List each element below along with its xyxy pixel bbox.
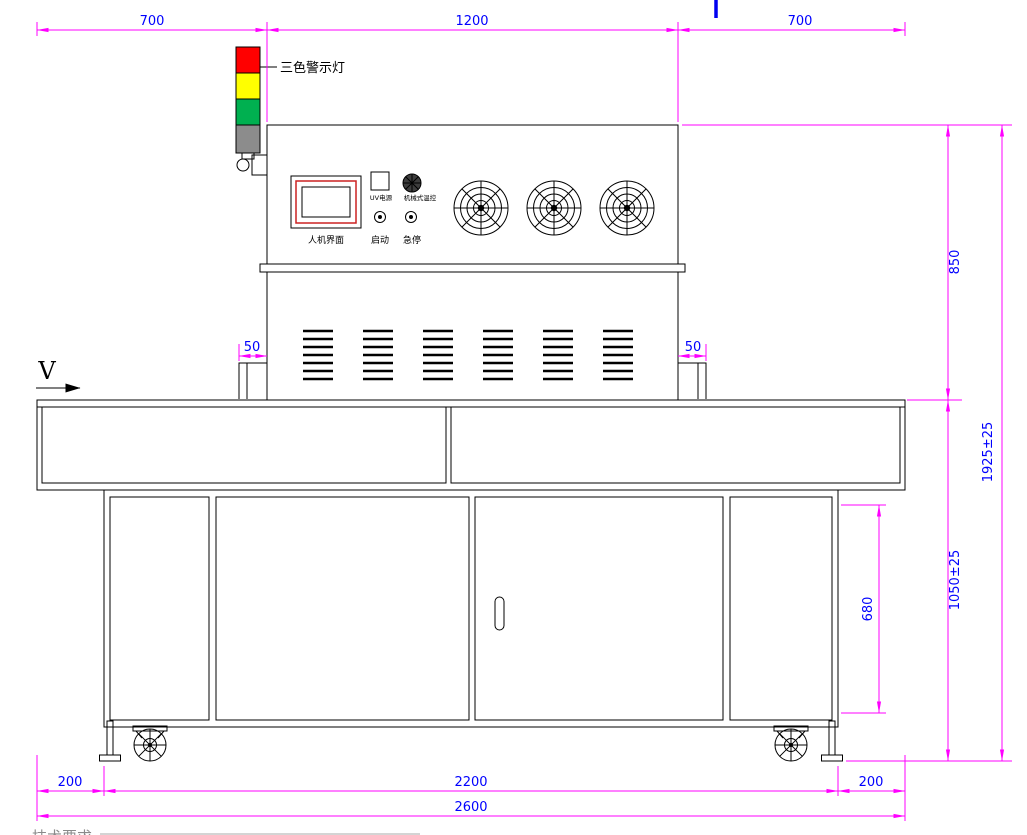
hmi-label: 人机界面 (308, 234, 344, 246)
dim-top-right-700-text: 700 (788, 14, 813, 29)
vent-grille-4 (481, 329, 515, 381)
table-panel-right (450, 406, 901, 484)
vent-grille-2 (361, 329, 395, 381)
tower-ball-joint (236, 158, 250, 172)
warning-light-tower (235, 46, 277, 176)
temp-control-label: 机械式温控 (404, 193, 437, 202)
temp-knob-marks (403, 174, 421, 192)
fan-grille-1 (453, 180, 509, 236)
dim-bottom-200-left-text: 200 (58, 775, 83, 790)
mount-bracket-left (238, 362, 267, 399)
warning-light-label: 三色警示灯 (280, 60, 345, 76)
machine-geometry (36, 124, 906, 762)
oven-flange (259, 263, 686, 273)
dimension-annotations: 700 1200 700 850 1050±25 1925±25 200 220… (36, 14, 1012, 821)
dim-bottom-200-right-text: 200 (859, 775, 884, 790)
oven-body-outline (266, 271, 679, 401)
hmi-screen-outer (290, 175, 362, 229)
vent-grille-5 (541, 329, 575, 381)
dim-flange-50-right-text: 50 (685, 340, 702, 355)
dim-table-height-1050-text: 1050±25 (948, 550, 963, 611)
caster-right (773, 725, 809, 762)
mount-bracket-right (678, 362, 707, 399)
cabinet-door-left (215, 496, 470, 721)
tower-base (235, 124, 261, 154)
green-light (235, 98, 261, 126)
cabinet-panel-left (109, 496, 210, 721)
estop-button-dot (409, 215, 413, 219)
start-button-dot (378, 215, 382, 219)
control-panel (290, 171, 422, 229)
vent-grille-6 (601, 329, 635, 381)
dim-total-height-1925-text: 1925±25 (981, 422, 996, 483)
tower-mount-bracket (251, 154, 268, 176)
fan-grille-3 (599, 180, 655, 236)
hmi-screen-frame (295, 180, 357, 224)
dimension-extension-lines (36, 22, 1012, 821)
dim-total-2600-text: 2600 (454, 800, 487, 815)
estop-button-symbol (405, 211, 417, 223)
base-cabinet-outline (103, 489, 839, 728)
dim-top-middle-1200-text: 1200 (455, 14, 488, 29)
start-button-symbol (374, 211, 386, 223)
table-panel-left (41, 406, 447, 484)
conveyor-table-outline (36, 399, 906, 491)
estop-button-label: 急停 (403, 234, 421, 246)
fan-grille-2 (526, 180, 582, 236)
hmi-screen-display (301, 186, 351, 218)
view-label-v: V (37, 357, 56, 385)
dim-cabinet-2200-text: 2200 (454, 775, 487, 790)
dim-top-left-700-text: 700 (140, 14, 165, 29)
vent-grille-3 (421, 329, 455, 381)
start-button-label: 启动 (371, 234, 389, 246)
dim-flange-50-left-text: 50 (244, 340, 261, 355)
caster-left (132, 725, 168, 762)
cabinet-door-right (474, 496, 724, 721)
vent-grille-1 (301, 329, 335, 381)
uv-power-label: UV电源 (370, 193, 393, 202)
cabinet-panel-right (729, 496, 833, 721)
door-handle (494, 596, 505, 631)
tech-note-text: 技术要求 (32, 828, 92, 835)
dim-machine-height-850-text: 850 (948, 250, 963, 275)
tower-neck (241, 152, 255, 160)
dim-door-680-text: 680 (861, 597, 876, 622)
red-light (235, 46, 261, 74)
yellow-light (235, 72, 261, 100)
uv-switch-symbol (370, 171, 390, 191)
